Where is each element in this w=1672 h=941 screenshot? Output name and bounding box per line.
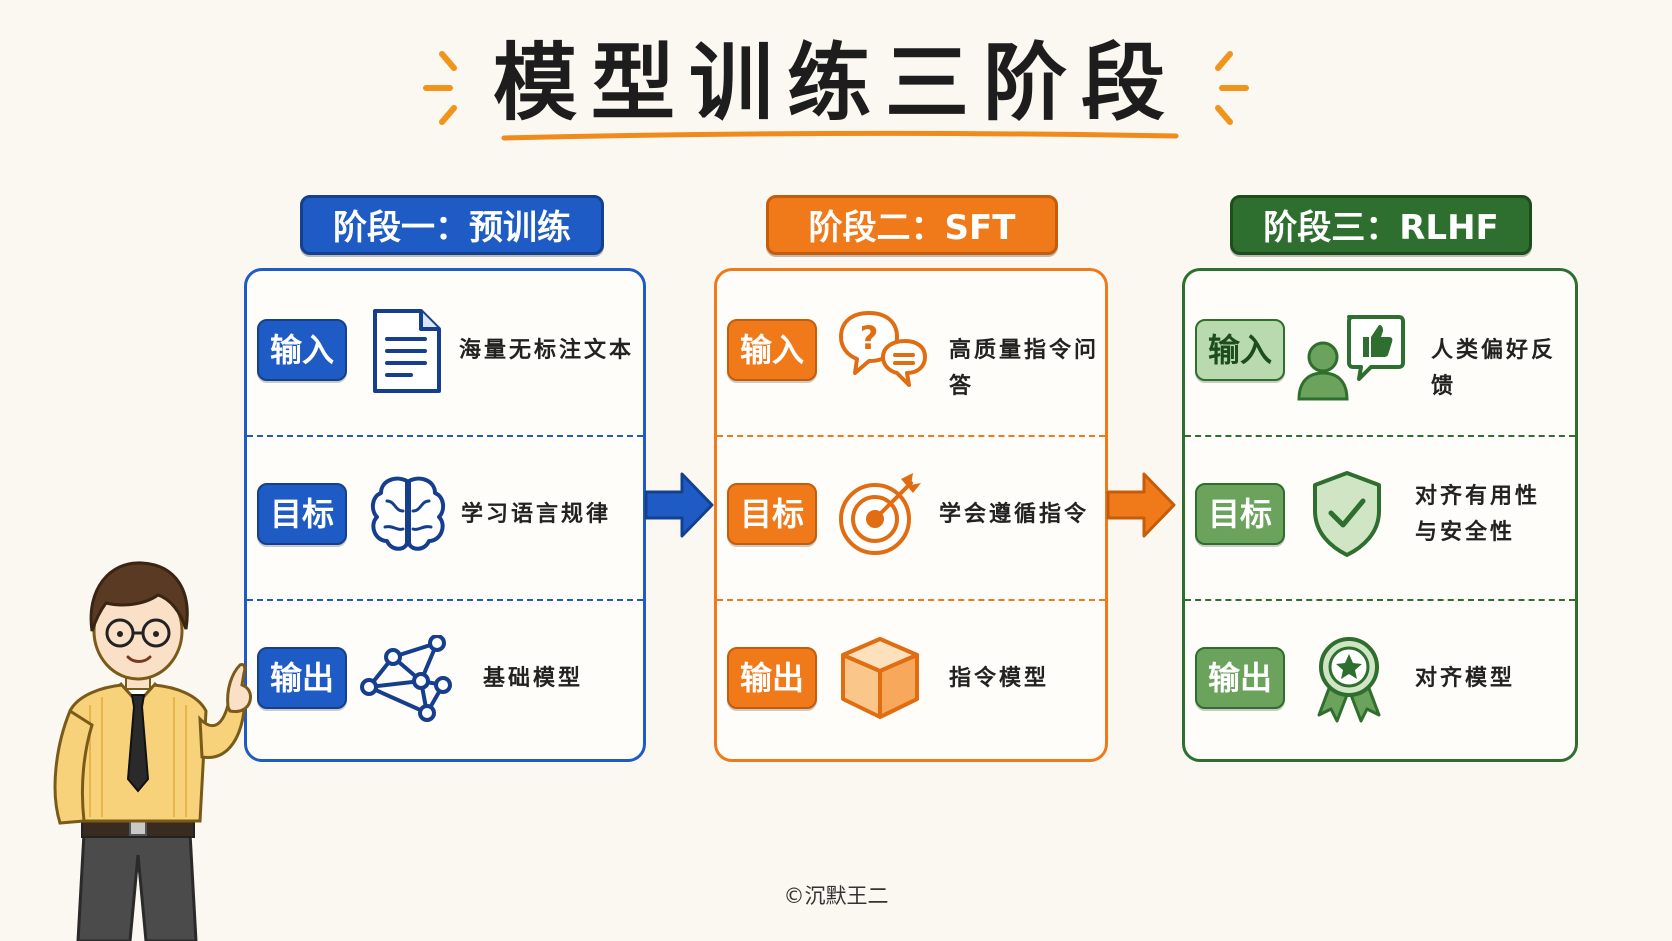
goal-badge: 目标 <box>257 483 347 545</box>
goal-badge: 目标 <box>1195 483 1285 545</box>
output-text: 对齐模型 <box>1415 666 1516 691</box>
stage-2-goal-row: 目标 学会遵循指令 <box>717 435 1105 599</box>
input-badge: 输入 <box>727 319 817 381</box>
arrow-right-icon <box>1106 472 1176 538</box>
output-badge: 输出 <box>1195 647 1285 709</box>
stage-3-input-row: 输入 人类偏好反馈 <box>1185 271 1575 435</box>
row-divider <box>717 435 1105 437</box>
row-divider <box>1185 435 1575 437</box>
stage-2-output-row: 输出 指令模型 <box>717 599 1105 763</box>
stage-1-goal-row: 目标 学习语言规律 <box>247 435 643 599</box>
output-badge: 输出 <box>727 647 817 709</box>
stage-1-input-row: 输入 海量无标注文本 <box>247 271 643 435</box>
credit-text: ©沉默王二 <box>783 884 889 908</box>
input-badge: 输入 <box>257 319 347 381</box>
input-text: 海量无标注文本 <box>459 338 635 363</box>
input-text: 人类偏好反馈 <box>1431 338 1557 399</box>
output-text: 指令模型 <box>949 666 1050 691</box>
page-title: 模型训练三阶段 <box>492 34 1179 132</box>
sparkle-left-icon <box>423 51 457 125</box>
cube-icon <box>841 637 919 719</box>
stage-2-header: 阶段二：SFT <box>766 195 1058 255</box>
svg-text:?: ? <box>860 319 879 357</box>
shield-check-icon <box>1313 471 1381 557</box>
row-divider <box>717 599 1105 601</box>
user-thumbs-up-icon <box>1297 315 1405 401</box>
sparkle-right-icon <box>1215 51 1249 125</box>
award-medal-icon <box>1317 637 1381 723</box>
input-text: 高质量指令问答 <box>949 338 1100 399</box>
title-area: 模型训练三阶段 <box>0 28 1672 138</box>
output-badge: 输出 <box>257 647 347 709</box>
target-icon <box>839 473 921 555</box>
stage-1-panel: 输入 海量无标注文本 目标 学习语言规律 输出 基础模型 <box>244 268 646 762</box>
goal-text-line1: 对齐有用性 <box>1415 484 1541 509</box>
output-text: 基础模型 <box>483 666 584 691</box>
goal-text: 学习语言规律 <box>461 502 612 527</box>
network-icon <box>360 635 452 722</box>
stage-3-output-row: 输出 对齐模型 <box>1185 599 1575 763</box>
goal-badge: 目标 <box>727 483 817 545</box>
stage-3-header: 阶段三：RLHF <box>1230 195 1532 255</box>
brain-icon <box>370 476 446 551</box>
chat-question-icon: ? <box>839 311 927 387</box>
goal-text-line2: 与安全性 <box>1415 520 1516 545</box>
row-divider <box>1185 599 1575 601</box>
stage-3-goal-row: 目标 对齐有用性 与安全性 <box>1185 435 1575 599</box>
stage-1-output-row: 输出 基础模型 <box>247 599 643 763</box>
goal-text: 学会遵循指令 <box>939 502 1090 527</box>
stage-1-header: 阶段一：预训练 <box>300 195 604 255</box>
arrow-right-icon <box>644 472 714 538</box>
stage-2-panel: 输入 ? 高质量指令问答 目标 学会遵循指令 输出 指令模型 <box>714 268 1108 762</box>
input-badge: 输入 <box>1195 319 1285 381</box>
presenter-illustration <box>53 561 252 941</box>
row-divider <box>247 599 643 601</box>
row-divider <box>247 435 643 437</box>
title-underline <box>501 130 1179 141</box>
stage-2-input-row: 输入 ? 高质量指令问答 <box>717 271 1105 435</box>
stage-3-panel: 输入 人类偏好反馈 目标 对齐有用性 与安全性 输出 对齐模型 <box>1182 268 1578 762</box>
document-icon <box>373 309 441 393</box>
